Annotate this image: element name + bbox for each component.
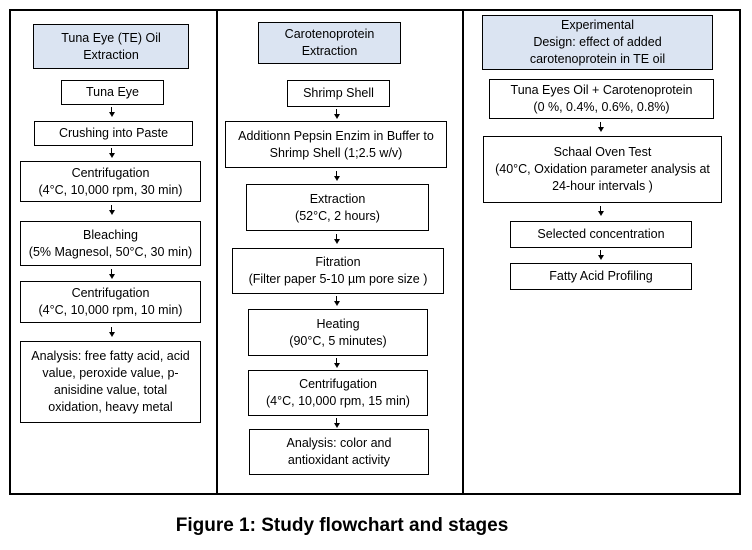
column-divider-1 [216,9,218,495]
arrow-icon [108,107,116,117]
col1-step-analysis: Analysis: free fatty acid, acid value, p… [20,341,201,423]
col1-step-centrifugation-30: Centrifugation (4°C, 10,000 rpm, 30 min) [20,161,201,202]
col2-step-shrimp-shell: Shrimp Shell [287,80,390,107]
col1-step-centrifugation-10: Centrifugation (4°C, 10,000 rpm, 10 min) [20,281,201,323]
col2-step-centrifugation-15: Centrifugation (4°C, 10,000 rpm, 15 min) [248,370,428,416]
arrow-icon [333,234,341,244]
arrow-icon [597,206,605,216]
col2-step-extraction: Extraction (52°C, 2 hours) [246,184,429,231]
column-divider-2 [462,9,464,495]
arrow-icon [108,148,116,158]
arrow-icon [108,269,116,279]
figure-caption-text: Figure 1: Study flowchart and stages [175,515,509,536]
col2-step-analysis: Analysis: color and antioxidant activity [249,429,429,475]
col2-step-pepsin: Additionn Pepsin Enzim in Buffer to Shri… [225,121,447,168]
arrow-icon [333,296,341,306]
figure-caption: Figure 1: Study flowchart and stages [0,515,752,537]
figure-frame [9,9,741,495]
col3-header: Experimental Design: effect of added car… [482,15,713,70]
arrow-icon [333,358,341,368]
arrow-icon [597,250,605,260]
arrow-icon [597,122,605,132]
col3-step-oil-carotenoprotein: Tuna Eyes Oil + Carotenoprotein (0 %, 0.… [489,79,714,119]
arrow-icon [333,171,341,181]
col2-step-heating: Heating (90°C, 5 minutes) [248,309,428,356]
col1-step-crushing: Crushing into Paste [34,121,193,146]
col1-step-bleaching: Bleaching (5% Magnesol, 50°C, 30 min) [20,221,201,266]
arrow-icon [108,327,116,337]
arrow-icon [333,109,341,119]
col3-step-selected-concentration: Selected concentration [510,221,692,248]
col2-step-filtration: Fitration (Filter paper 5-10 µm pore siz… [232,248,444,294]
arrow-icon [108,205,116,215]
arrow-icon [333,418,341,428]
col3-step-schaal-oven: Schaal Oven Test (40°C, Oxidation parame… [483,136,722,203]
col1-step-tuna-eye: Tuna Eye [61,80,164,105]
col1-header: Tuna Eye (TE) Oil Extraction [33,24,189,69]
col2-header: Carotenoprotein Extraction [258,22,401,64]
col3-step-fatty-acid: Fatty Acid Profiling [510,263,692,290]
